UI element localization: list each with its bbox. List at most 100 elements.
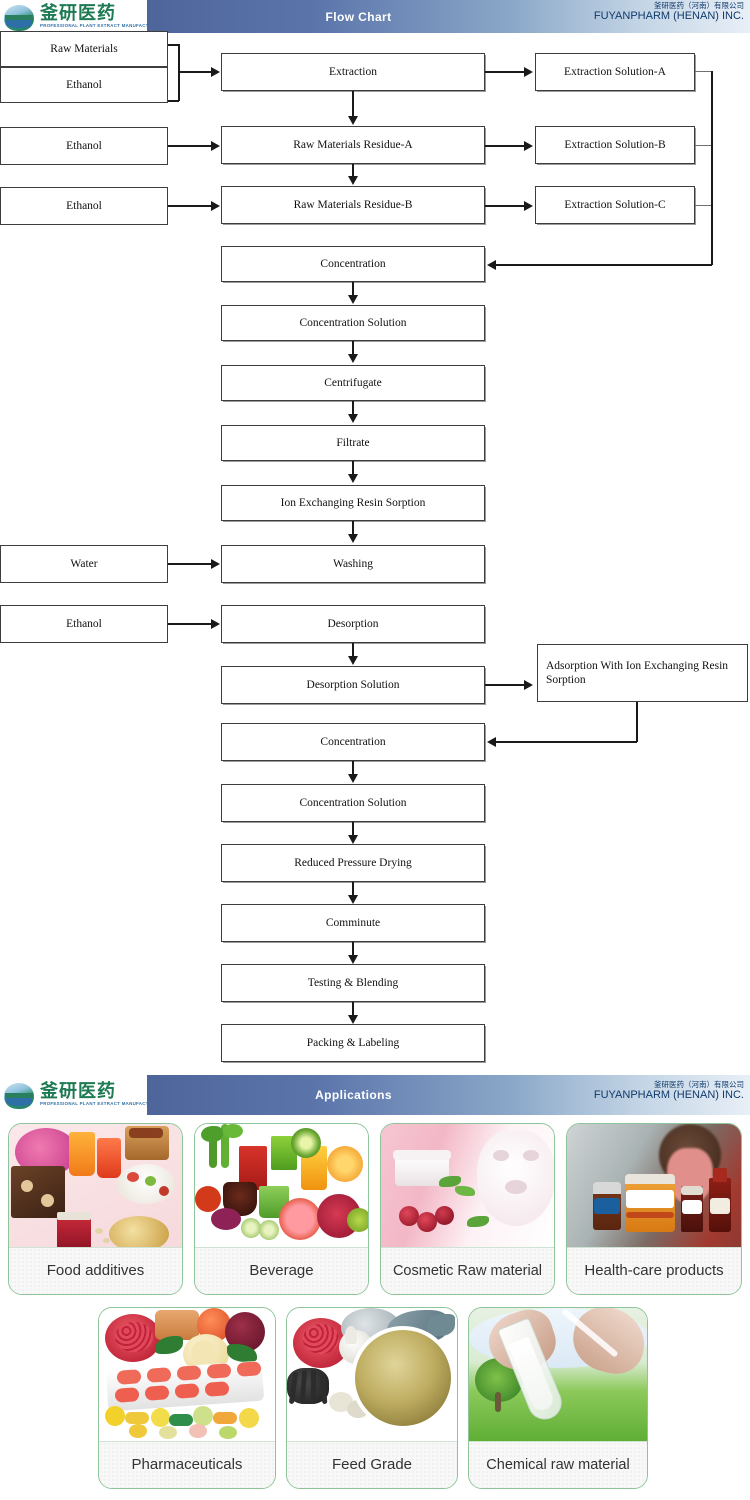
connector-bracket-top (168, 44, 179, 46)
arrowhead-adsorption (524, 680, 533, 690)
connector-bus-to-concentration (496, 264, 712, 266)
card-image-health-care (567, 1124, 741, 1248)
application-card-pharmaceuticals[interactable]: Pharmaceuticals (98, 1307, 276, 1489)
application-card-chemical-raw-material[interactable]: Chemical raw material (468, 1307, 648, 1489)
card-label-feed-grade: Feed Grade (287, 1441, 457, 1488)
connector-extraction-to-solution-a (485, 71, 525, 73)
arrowhead-raw-to-extraction (211, 67, 220, 77)
application-card-cosmetic-raw-material[interactable]: Cosmetic Raw material (380, 1123, 555, 1295)
arrowhead-water (211, 559, 220, 569)
node-extraction: Extraction (221, 53, 485, 91)
node-ethanol-2: Ethanol (0, 127, 168, 165)
company-logo: 釜研医药 PROFESSIONAL PLANT EXTRACT MANUFACT… (0, 0, 147, 33)
connector-water-to-washing (168, 563, 213, 565)
arrowhead-concentration-2 (487, 737, 496, 747)
connector-ethanol3-to-residue-b (168, 205, 213, 207)
application-card-health-care-products[interactable]: Health-care products (566, 1123, 742, 1295)
arrowhead-comminute (348, 895, 358, 904)
node-desorption: Desorption (221, 605, 485, 643)
corp-english-name: FUYANPHARM (HENAN) INC. (593, 10, 744, 23)
node-solution-a: Extraction Solution-A (535, 53, 695, 91)
connector-desorption-to-ds (352, 643, 354, 657)
node-ion-exchanging-resin-sorption: Ion Exchanging Resin Sorption (221, 485, 485, 521)
arrowhead-ion-exchange (348, 474, 358, 483)
card-image-pharmaceuticals (99, 1308, 275, 1442)
banner-title-text: Flow Chart (325, 9, 392, 24)
card-label-health-care-products: Health-care products (567, 1247, 741, 1294)
wave-logo-icon (2, 3, 36, 31)
node-solution-c: Extraction Solution-C (535, 186, 695, 224)
node-ethanol-4: Ethanol (0, 605, 168, 643)
arrowhead-washing (348, 534, 358, 543)
arrowhead-cs1 (348, 295, 358, 304)
connector-solution-c-to-bus (695, 205, 713, 206)
logo-chinese-name: 釜研医药 (40, 2, 116, 24)
connector-ion-exchange-to-washing (352, 521, 354, 535)
logo-english-tagline-2: PROFESSIONAL PLANT EXTRACT MANUFACTURE (40, 1101, 147, 1107)
node-residue-a: Raw Materials Residue-A (221, 126, 485, 164)
connector-solution-b-to-bus (695, 145, 713, 146)
card-image-cosmetic (381, 1124, 554, 1248)
node-centrifugate: Centrifugate (221, 365, 485, 401)
connector-adsorption-down (636, 702, 638, 742)
company-logo-2: 釜研医药 PROFESSIONAL PLANT EXTRACT MANUFACT… (0, 1075, 147, 1115)
application-card-beverage[interactable]: Beverage (194, 1123, 369, 1295)
connector-residue-a-to-b (352, 164, 354, 177)
card-label-chemical-raw-material: Chemical raw material (469, 1441, 647, 1488)
node-solution-b: Extraction Solution-B (535, 126, 695, 164)
connector-comminute-to-testing (352, 942, 354, 956)
corporate-name-block: 釜研医药（河南）有限公司 FUYANPHARM (HENAN) INC. (594, 1, 744, 24)
node-ethanol-1: Ethanol (0, 67, 168, 103)
connector-testing-to-packing (352, 1002, 354, 1016)
arrowhead-solution-b (524, 141, 533, 151)
arrowhead-concentration-1 (487, 260, 496, 270)
arrowhead-desorption-solution (348, 656, 358, 665)
node-filtrate: Filtrate (221, 425, 485, 461)
arrowhead-cs2 (348, 774, 358, 783)
connector-drying-to-comminute (352, 882, 354, 896)
node-concentration-1: Concentration (221, 246, 485, 282)
banner-title: Flow Chart (147, 0, 750, 33)
connector-ethanol2-to-residue-a (168, 145, 213, 147)
connector-residue-b-to-solution-c (485, 205, 525, 207)
arrowhead-testing (348, 955, 358, 964)
logo-english-tagline: PROFESSIONAL PLANT EXTRACT MANUFACTURE (40, 22, 147, 28)
card-label-pharmaceuticals: Pharmaceuticals (99, 1441, 275, 1488)
card-label-beverage: Beverage (195, 1247, 368, 1294)
connector-cs1-to-centrifugate (352, 341, 354, 355)
applications-banner: 釜研医药 PROFESSIONAL PLANT EXTRACT MANUFACT… (0, 1075, 750, 1115)
node-concentration-2: Concentration (221, 723, 485, 761)
logo-chinese-name-2: 釜研医药 (40, 1081, 116, 1103)
node-packing-and-labeling: Packing & Labeling (221, 1024, 485, 1062)
arrowhead-centrifugate (348, 354, 358, 363)
wave-logo-icon-2 (2, 1081, 36, 1109)
node-washing: Washing (221, 545, 485, 583)
card-image-food-additives (9, 1124, 182, 1248)
node-residue-b: Raw Materials Residue-B (221, 186, 485, 224)
application-card-feed-grade[interactable]: Feed Grade (286, 1307, 458, 1489)
node-ethanol-3: Ethanol (0, 187, 168, 225)
arrowhead-ethanol4 (211, 619, 220, 629)
arrowhead-solution-c (524, 201, 533, 211)
card-image-beverage (195, 1124, 368, 1248)
node-concentration-solution-1: Concentration Solution (221, 305, 485, 341)
card-label-food-additives: Food additives (9, 1247, 182, 1294)
connector-cs2-to-drying (352, 822, 354, 836)
application-card-food-additives[interactable]: Food additives (8, 1123, 183, 1295)
connector-right-bus-vertical (711, 71, 713, 265)
node-comminute: Comminute (221, 904, 485, 942)
node-water: Water (0, 545, 168, 583)
corporate-name-block-2: 釜研医药（河南）有限公司 FUYANPHARM (HENAN) INC. (594, 1080, 744, 1103)
corp-english-name-2: FUYANPHARM (HENAN) INC. (593, 1089, 744, 1102)
connector-centrifugate-to-filtrate (352, 401, 354, 415)
flow-chart-diagram: Raw Materials Ethanol Ethanol Ethanol Ex… (0, 31, 750, 1070)
card-image-chemical-raw-material (469, 1308, 647, 1442)
arrowhead-solution-a (524, 67, 533, 77)
arrowhead-residue-b (348, 176, 358, 185)
corp-chinese-name: 釜研医药（河南）有限公司 (654, 1, 744, 10)
connector-ethanol4-to-desorption (168, 623, 213, 625)
connector-filtrate-to-ion-exchange (352, 461, 354, 475)
connector-ds-to-adsorption (485, 684, 525, 686)
card-label-cosmetic-raw-material: Cosmetic Raw material (381, 1247, 554, 1294)
node-concentration-solution-2: Concentration Solution (221, 784, 485, 822)
